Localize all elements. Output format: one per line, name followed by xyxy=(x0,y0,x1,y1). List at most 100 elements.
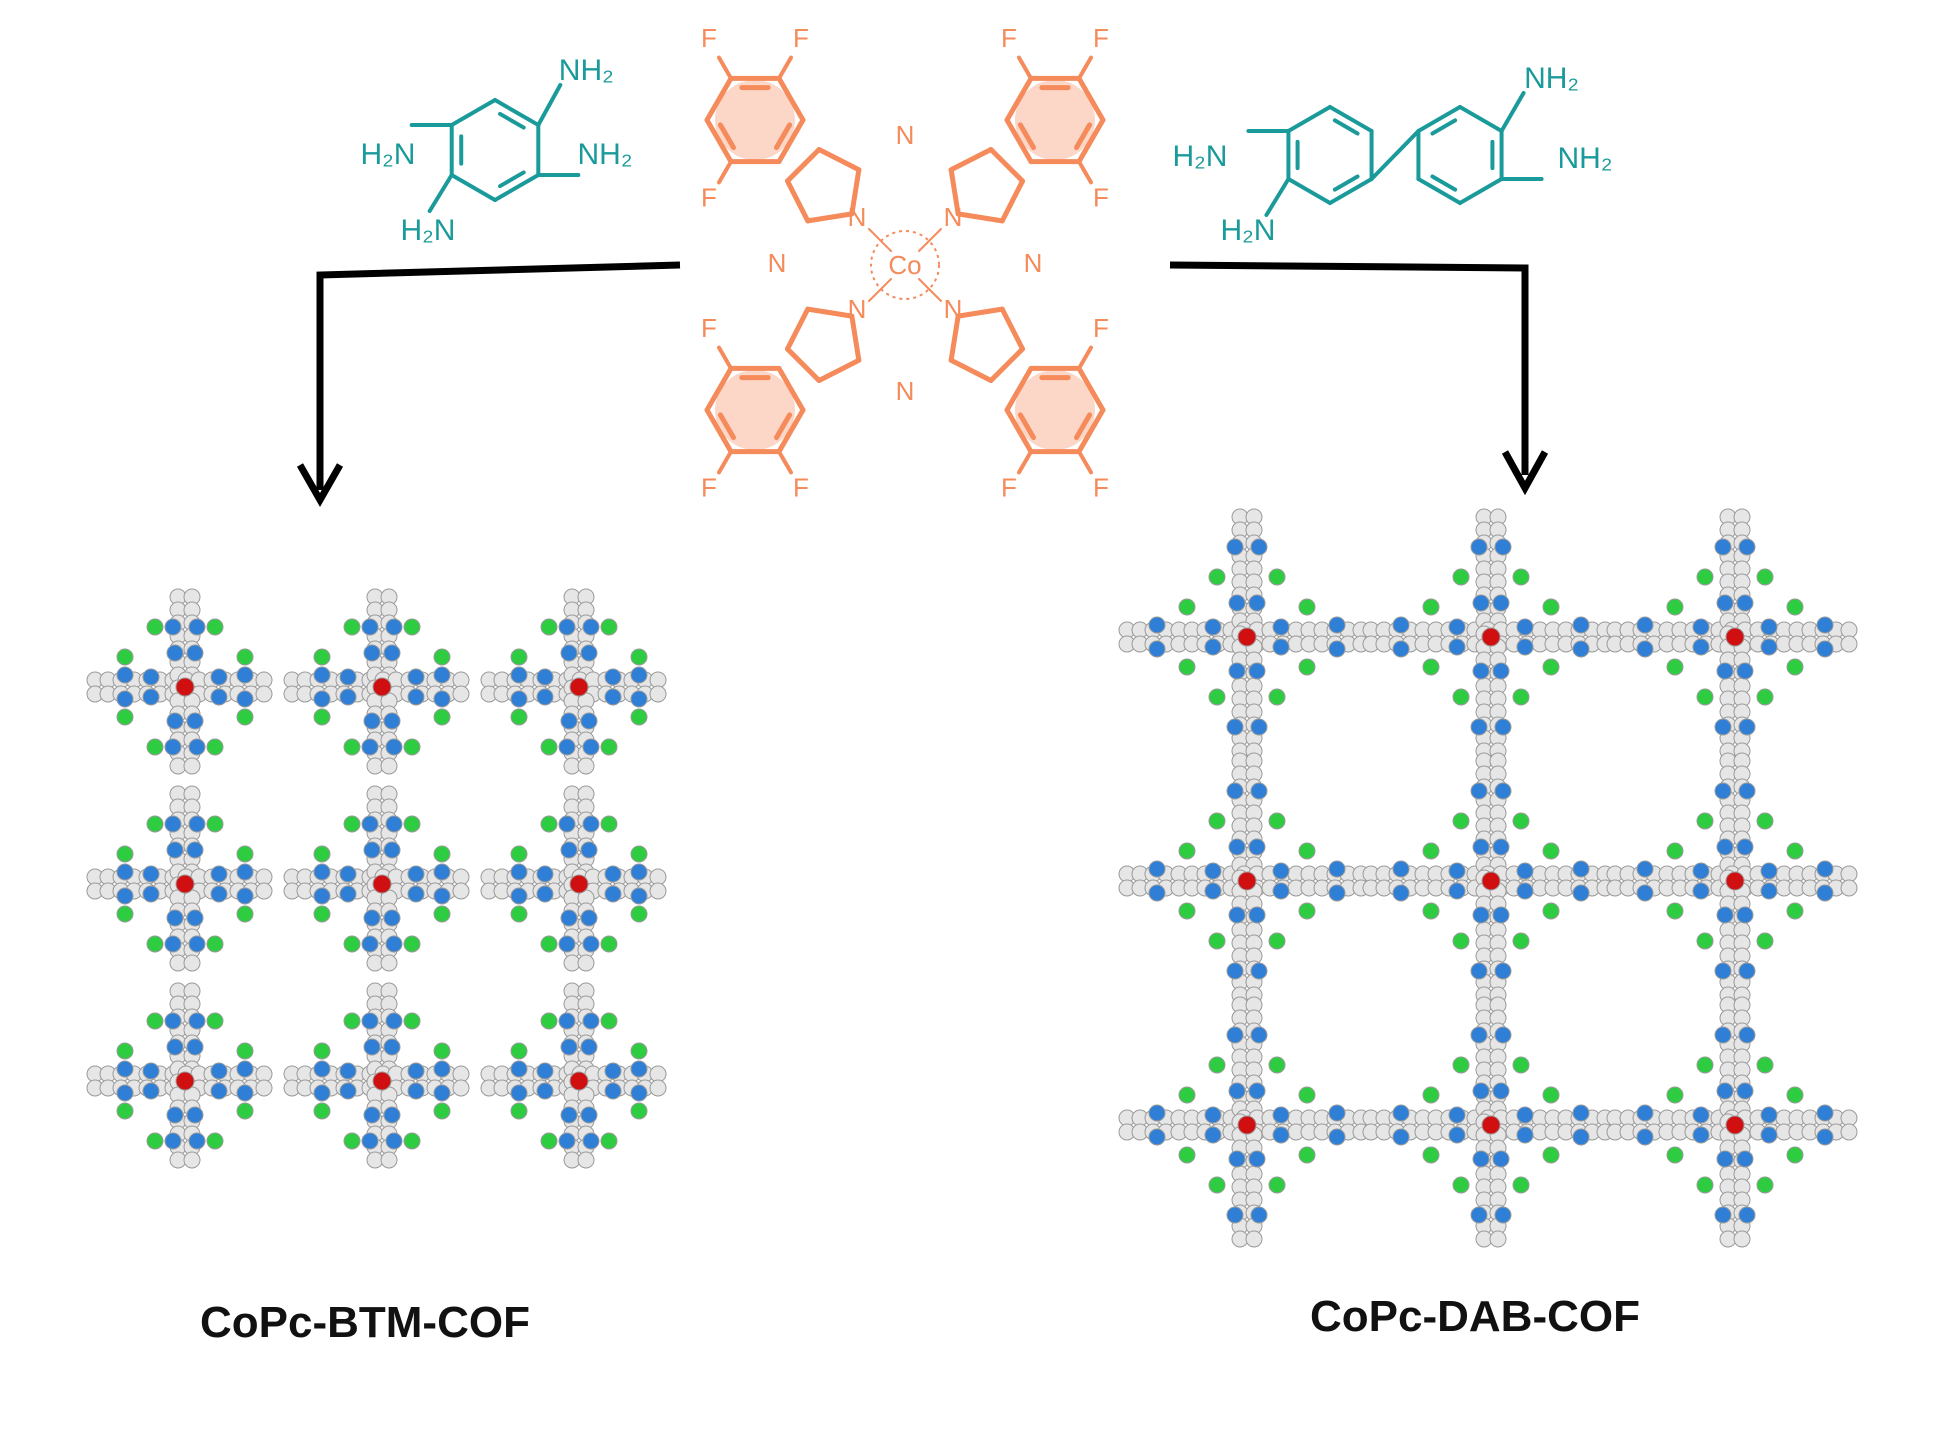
cobalt-atom xyxy=(1725,1115,1745,1135)
nitrogen-atom xyxy=(1692,618,1710,636)
fluorine-atom xyxy=(146,815,164,833)
fluorine-atom xyxy=(1542,598,1560,616)
ring-bond xyxy=(1076,75,1106,123)
fluorine-atom xyxy=(600,618,618,636)
fluorine-atom xyxy=(600,815,618,833)
nitrogen-atom xyxy=(1636,640,1654,658)
nitrogen-atom xyxy=(236,1084,254,1102)
fluorine-atom xyxy=(206,738,224,756)
nitrogen-atom xyxy=(1816,1104,1834,1122)
nitrogen-atom xyxy=(560,712,578,730)
btm-nh2-left: H₂N xyxy=(361,138,416,171)
nitrogen-atom xyxy=(1816,860,1834,878)
nitrogen-atom xyxy=(1470,538,1488,556)
nitrogen-atom xyxy=(1204,1126,1222,1144)
nitrogen-atom xyxy=(1494,1206,1512,1224)
nitrogen-atom xyxy=(1472,1150,1490,1168)
fluorine-atom xyxy=(600,738,618,756)
fluorine-atom xyxy=(1178,1086,1196,1104)
nitrogen-atom xyxy=(339,1082,357,1100)
nitrogen-atom xyxy=(166,909,184,927)
nitrogen-atom xyxy=(1692,882,1710,900)
nitrogen-atom xyxy=(1248,1082,1266,1100)
nitrogen-atom xyxy=(383,1106,401,1124)
nitrogen-atom xyxy=(1392,1104,1410,1122)
nitrogen-atom xyxy=(361,815,379,833)
fluorine-atom xyxy=(146,738,164,756)
fluorine-atom xyxy=(343,815,361,833)
cobalt-atom xyxy=(1237,627,1257,647)
nitrogen-atom xyxy=(604,1062,622,1080)
fluorine-atom xyxy=(1268,688,1286,706)
nitrogen-atom xyxy=(166,644,184,662)
nitrogen-atom xyxy=(558,1012,576,1030)
fluorine-atom xyxy=(1512,932,1530,950)
nitrogen-atom xyxy=(582,618,600,636)
nitrogen-atom xyxy=(1516,862,1534,880)
nitrogen-atom xyxy=(1760,1126,1778,1144)
nitrogen-atom xyxy=(1472,594,1490,612)
btm-nh2-bond xyxy=(427,173,454,213)
nitrogen-atom xyxy=(142,688,160,706)
fluorine-atom xyxy=(343,935,361,953)
ring-bond xyxy=(1004,365,1034,413)
fluorine-atom xyxy=(1178,842,1196,860)
copc-btm-cof-lattice xyxy=(86,588,667,1169)
fluorine-atom xyxy=(1298,598,1316,616)
nitrogen-atom xyxy=(1714,1026,1732,1044)
cobalt-atom xyxy=(569,1071,589,1091)
cobalt-atom xyxy=(1481,627,1501,647)
nitrogen-atom xyxy=(582,738,600,756)
nitrogen-atom xyxy=(1204,618,1222,636)
nitrogen-atom xyxy=(536,1082,554,1100)
ring-bond xyxy=(988,146,1026,184)
nitrogen-atom xyxy=(142,865,160,883)
nitrogen-atom xyxy=(1516,1106,1534,1124)
carbon-atom xyxy=(1489,1230,1507,1248)
ring-bond xyxy=(784,306,811,352)
nitrogen-atom xyxy=(236,690,254,708)
double-bond xyxy=(1074,412,1093,441)
benzo-ring xyxy=(704,365,806,455)
aza-bridge-nitrogen-label: N xyxy=(896,376,915,406)
nitrogen-atom xyxy=(1272,882,1290,900)
nitrogen-atom xyxy=(407,885,425,903)
nitrogen-atom xyxy=(580,712,598,730)
carbon-atom xyxy=(1245,1230,1263,1248)
ring-bond xyxy=(999,306,1026,352)
nitrogen-atom xyxy=(1692,1126,1710,1144)
ring-bond xyxy=(999,178,1026,224)
ring-bond xyxy=(784,178,811,224)
nitrogen-atom xyxy=(1760,618,1778,636)
fluorine-atom xyxy=(343,1012,361,1030)
nitrogen-atom xyxy=(188,738,206,756)
cobalt-atom xyxy=(569,677,589,697)
ring-bond xyxy=(1076,117,1106,165)
nitrogen-atom xyxy=(1516,638,1534,656)
fluorine-atom xyxy=(540,1012,558,1030)
fluorine-atom xyxy=(146,1132,164,1150)
nitrogen-atom xyxy=(1714,1206,1732,1224)
carbon-atom xyxy=(1733,1230,1751,1248)
nitrogen-atom xyxy=(1738,782,1756,800)
fluorine-atom xyxy=(146,935,164,953)
nitrogen-atom xyxy=(1492,906,1510,924)
fluorine-atom xyxy=(236,648,254,666)
nitrogen-atom xyxy=(1470,718,1488,736)
fluorine-atom xyxy=(510,708,528,726)
nitrogen-atom xyxy=(630,1084,648,1102)
carbon-atom xyxy=(183,1151,201,1169)
nitrogen-atom xyxy=(236,887,254,905)
nitrogen-atom xyxy=(558,738,576,756)
carbon-atom xyxy=(452,882,470,900)
fluorine-atom xyxy=(1696,568,1714,586)
nitrogen-atom xyxy=(188,815,206,833)
nitrogen-atom xyxy=(1228,1082,1246,1100)
carbon-atom xyxy=(577,757,595,775)
nitrogen-atom xyxy=(1472,906,1490,924)
nitrogen-atom xyxy=(116,887,134,905)
btm-benzene-ring xyxy=(449,98,541,202)
fluorine-atom xyxy=(1786,902,1804,920)
fluorine-atom xyxy=(146,618,164,636)
fluorine-atom xyxy=(1666,902,1684,920)
